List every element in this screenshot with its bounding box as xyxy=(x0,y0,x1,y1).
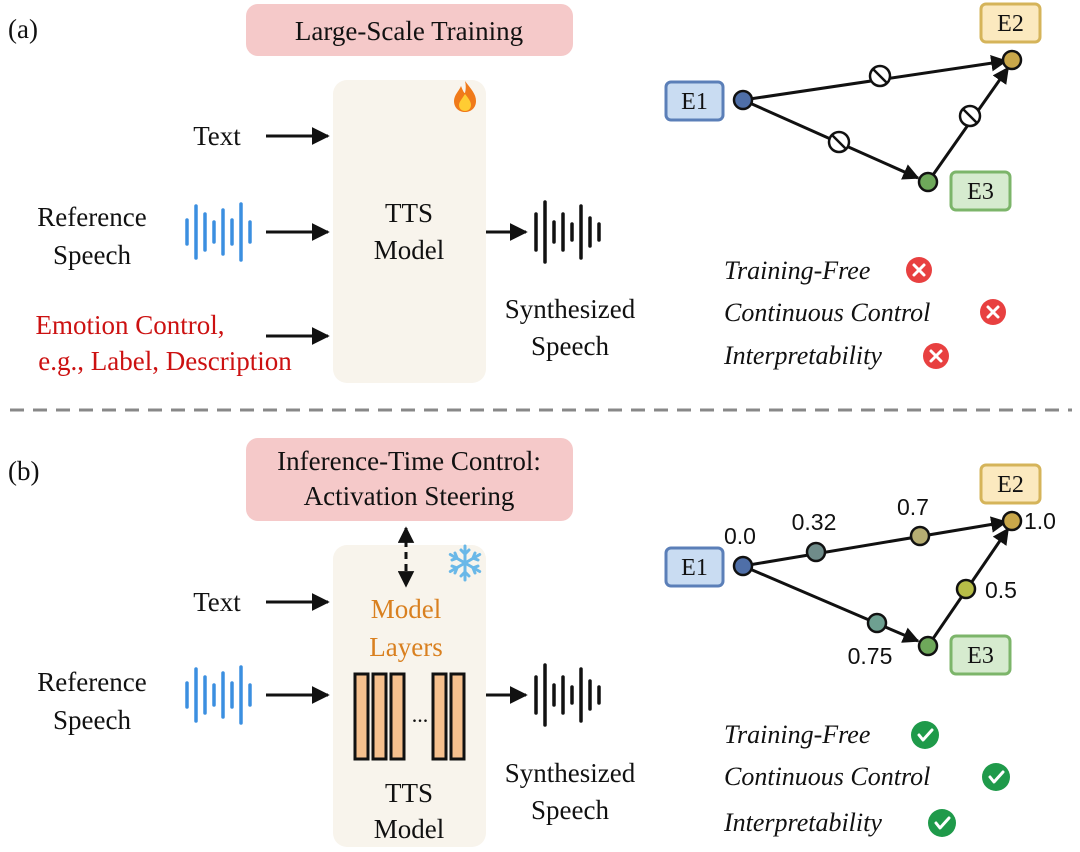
layer-block xyxy=(449,672,466,761)
model-layers-label-line1: Model xyxy=(371,594,442,624)
tts-model-label-line2: Model xyxy=(374,235,445,265)
value-label-b: 0.7 xyxy=(897,494,929,520)
reference-waveform-b-icon xyxy=(185,665,252,725)
panel-b-tag: (b) xyxy=(8,456,39,486)
value-label-d: 0.5 xyxy=(985,577,1017,603)
emotion-graph-a: E1 E2 E3 xyxy=(664,2,1042,212)
model-layers-stack: ... xyxy=(353,672,466,761)
edge-e1-e2-b xyxy=(742,516,1008,568)
check-icon xyxy=(911,721,939,749)
check-icon xyxy=(928,809,956,837)
e2-box-b xyxy=(979,463,1042,505)
no-entry-icon xyxy=(868,64,892,88)
e3-box xyxy=(949,170,1012,212)
synthesized-waveform-b-icon xyxy=(534,663,601,727)
node-e3-b xyxy=(917,635,939,657)
synthesized-b-label-line1: Synthesized xyxy=(505,758,636,788)
steering-banner xyxy=(246,438,573,521)
panel-a: (a) Large-Scale Training TTS Model Text … xyxy=(8,2,1042,383)
node-e3 xyxy=(917,171,939,193)
e3-box-b xyxy=(949,634,1012,676)
e2-label: E2 xyxy=(997,11,1024,37)
node-e2-b xyxy=(1001,510,1023,532)
fire-icon xyxy=(454,81,476,112)
tts-model-b-label-line2: Model xyxy=(374,814,445,844)
cross-icon xyxy=(906,257,932,283)
node-e1-b xyxy=(732,555,754,577)
value-label-a: 0.32 xyxy=(792,509,837,535)
cross-icon xyxy=(923,343,949,369)
panel-a-tag: (a) xyxy=(8,14,38,44)
e1-box-b xyxy=(664,546,725,588)
edge-e1-e3-b xyxy=(742,564,920,643)
panel-b: (b) Inference-Time Control: Activation S… xyxy=(8,438,1056,847)
model-layers-label-line2: Layers xyxy=(369,632,442,662)
value-label-c: 0.75 xyxy=(848,643,893,669)
reference-b-label-line1: Reference xyxy=(37,667,146,697)
text-input-label: Text xyxy=(193,121,241,151)
check-icon xyxy=(982,763,1010,791)
layer-block xyxy=(389,672,406,761)
synthesized-label-line2: Speech xyxy=(531,331,609,361)
value-label-e1: 0.0 xyxy=(724,523,756,549)
tts-model-box-b xyxy=(333,545,486,847)
node-e2 xyxy=(1001,49,1023,71)
training-banner xyxy=(246,4,573,56)
cross-icon xyxy=(980,299,1006,325)
no-entry-icon xyxy=(958,104,982,128)
reference-label-line1: Reference xyxy=(37,202,146,232)
emotion-graph-b: 0.0 0.32 0.7 1.0 0.75 0.5 E1 E2 E3 xyxy=(664,463,1056,676)
feature-training-free-b: Training-Free xyxy=(724,720,870,749)
tts-model-label-line1: TTS xyxy=(385,198,433,228)
no-entry-icon xyxy=(827,130,851,154)
steering-banner-line1: Inference-Time Control: xyxy=(277,446,541,476)
layers-ellipsis: ... xyxy=(412,702,429,727)
e1-label: E1 xyxy=(681,89,708,115)
tts-model-box xyxy=(333,80,486,383)
synthesized-waveform-icon xyxy=(534,200,601,264)
e1-b-label: E1 xyxy=(681,555,708,581)
feature-interpretability: Interpretability xyxy=(723,341,882,370)
e2-box xyxy=(979,2,1042,44)
intermediate-node xyxy=(805,541,827,563)
layer-block xyxy=(371,672,388,761)
reference-waveform-icon xyxy=(185,202,252,262)
e2-b-label: E2 xyxy=(997,472,1024,498)
feature-interpretability-b: Interpretability xyxy=(723,808,882,837)
node-e1 xyxy=(732,89,754,111)
synthesized-label-line1: Synthesized xyxy=(505,294,636,324)
intermediate-node xyxy=(866,612,888,634)
reference-label-line2: Speech xyxy=(53,240,131,270)
text-input-b-label: Text xyxy=(193,587,241,617)
emotion-control-label-line1: Emotion Control, xyxy=(36,310,225,340)
synthesized-b-label-line2: Speech xyxy=(531,795,609,825)
training-banner-label: Large-Scale Training xyxy=(295,16,523,46)
tts-model-b-label-line1: TTS xyxy=(385,778,433,808)
steering-banner-line2: Activation Steering xyxy=(304,481,515,511)
value-label-e2: 1.0 xyxy=(1024,508,1056,534)
e3-label: E3 xyxy=(967,179,994,205)
reference-b-label-line2: Speech xyxy=(53,705,131,735)
feature-continuous-control: Continuous Control xyxy=(724,298,930,327)
snowflake-icon xyxy=(448,544,482,582)
layer-block xyxy=(353,672,370,761)
intermediate-node xyxy=(909,525,931,547)
intermediate-node xyxy=(955,578,977,600)
emotion-control-label-line2: e.g., Label, Description xyxy=(38,346,292,376)
feature-training-free: Training-Free xyxy=(724,256,870,285)
feature-continuous-control-b: Continuous Control xyxy=(724,762,930,791)
e1-box xyxy=(664,80,725,122)
e3-b-label: E3 xyxy=(967,643,994,669)
layer-block xyxy=(431,672,448,761)
